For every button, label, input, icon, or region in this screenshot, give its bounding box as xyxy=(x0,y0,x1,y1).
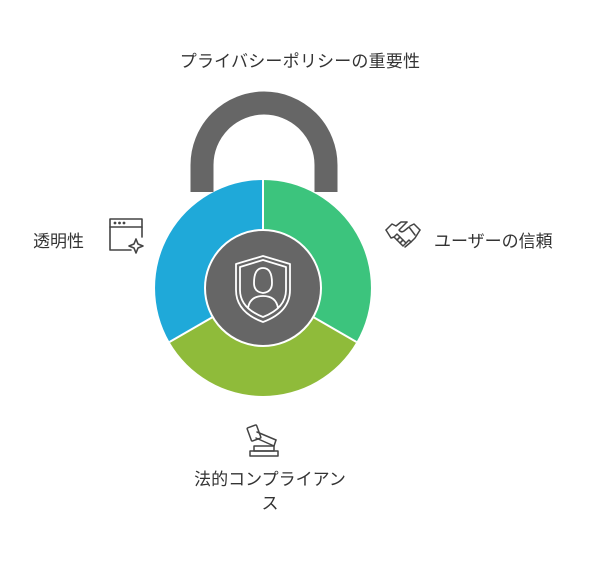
padlock-shackle xyxy=(190,91,338,192)
segment-transparency xyxy=(155,180,263,342)
label-transparency: 透明性 xyxy=(33,232,84,252)
user-shield-icon xyxy=(235,255,291,323)
segment-legal-compliance xyxy=(169,317,357,396)
label-user-trust: ユーザーの信頼 xyxy=(434,232,553,252)
gavel-icon xyxy=(246,420,282,458)
handshake-icon xyxy=(383,216,423,254)
browser-sparkle-icon xyxy=(106,215,146,255)
label-legal-compliance: 法的コンプライアンス xyxy=(194,470,346,514)
segment-user-trust xyxy=(263,180,371,342)
diagram-title: プライバシーポリシーの重要性 xyxy=(179,52,421,72)
lock-center-hub xyxy=(204,229,322,347)
